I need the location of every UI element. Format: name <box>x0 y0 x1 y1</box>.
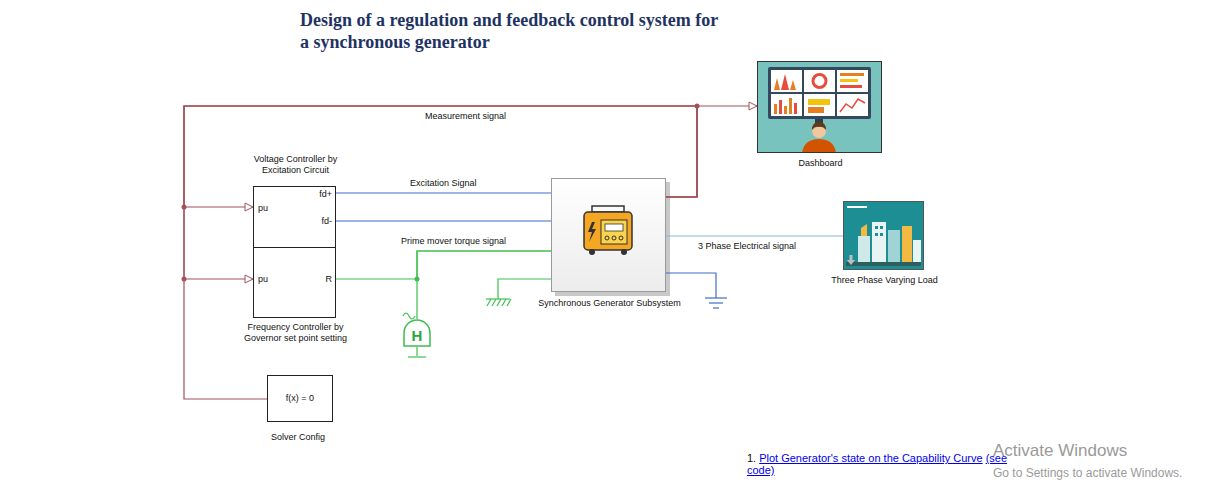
link-note: 1.Plot Generator's state on the Capabili… <box>747 452 1025 476</box>
generator-subsystem-block: Synchronous Generator Subsystem <box>551 178 666 292</box>
dome-shape <box>404 320 430 346</box>
hyperlink: Plot Generator's state on the Capability… <box>759 452 982 464</box>
port-name: fd- <box>321 216 332 227</box>
block-function: f(x) = 0 <box>268 393 332 404</box>
signal-line <box>666 106 757 197</box>
diagram-title: Design of a regulation and feedback cont… <box>300 9 728 53</box>
dashboard-illustration <box>757 61 882 153</box>
port-name: fd+ <box>319 189 332 200</box>
block-name: Synchronous Generator Subsystem <box>520 298 700 309</box>
watermark: Activate Windows <box>993 441 1127 461</box>
signal-line <box>336 192 551 193</box>
block-name: Voltage Controller by Excitation Circuit <box>244 154 348 176</box>
signal-line <box>184 106 697 399</box>
block-name: Three Phase Varying Load <box>804 275 965 286</box>
block-name: Dashboard <box>728 158 913 169</box>
dashboard-block: Dashboard <box>757 61 882 153</box>
signal-line <box>417 251 551 319</box>
signal-line <box>336 220 551 221</box>
load-illustration <box>843 201 924 270</box>
signal-line <box>336 251 551 279</box>
solver-config-block: f(x) = 0Solver Config <box>267 375 333 422</box>
generator-illustration <box>551 178 670 296</box>
signal-line <box>666 235 843 236</box>
block-name: Solver Config <box>238 432 358 443</box>
port-name: R <box>326 274 333 285</box>
watermark: Go to Settings to activate Windows. <box>993 466 1182 480</box>
load-block: Three Phase Varying Load <box>843 201 924 270</box>
port-name: pu <box>258 274 268 285</box>
signal-label: 3 Phase Electrical signal <box>697 241 797 252</box>
signal-label: Measurement signal <box>424 111 507 122</box>
hydraulic-reference: H <box>403 319 431 347</box>
symbol-letter: H <box>403 328 431 344</box>
block-name: Frequency Controller by Governor set poi… <box>238 322 354 344</box>
signal-label: Excitation Signal <box>409 178 478 189</box>
list-number: 1. <box>747 452 756 464</box>
signal-label: Prime mover torque signal <box>400 236 507 247</box>
frequency-controller-block: puRFrequency Controller by Governor set … <box>253 247 336 318</box>
port-name: pu <box>258 203 268 214</box>
